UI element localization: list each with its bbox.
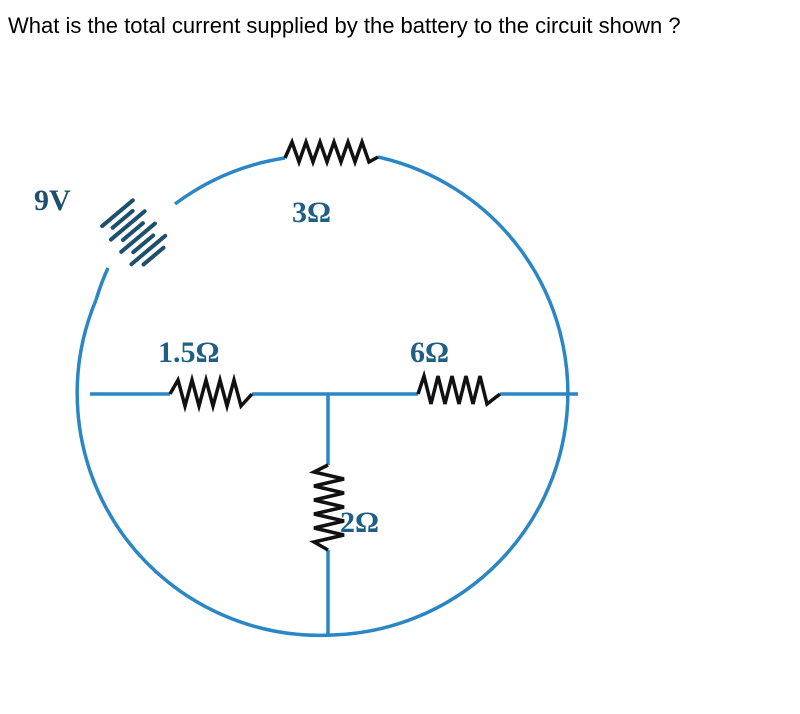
battery-icon [100,198,168,267]
resistor-bottom-icon [308,463,345,552]
circuit-diagram: 9V 3Ω 1.5Ω 6Ω 2Ω [34,136,578,638]
resistor-right-label: 6Ω [410,336,449,369]
resistor-left-icon [168,373,254,413]
outer-circle-wire [75,155,570,638]
resistor-left-label: 1.5Ω [158,336,220,369]
resistor-top-icon [283,136,379,168]
resistor-top-label: 3Ω [292,196,331,229]
question-text: What is the total current supplied by th… [8,13,681,38]
battery-label: 9V [34,184,71,217]
resistor-bottom-label: 2Ω [340,506,379,539]
resistor-right-icon [416,369,502,408]
